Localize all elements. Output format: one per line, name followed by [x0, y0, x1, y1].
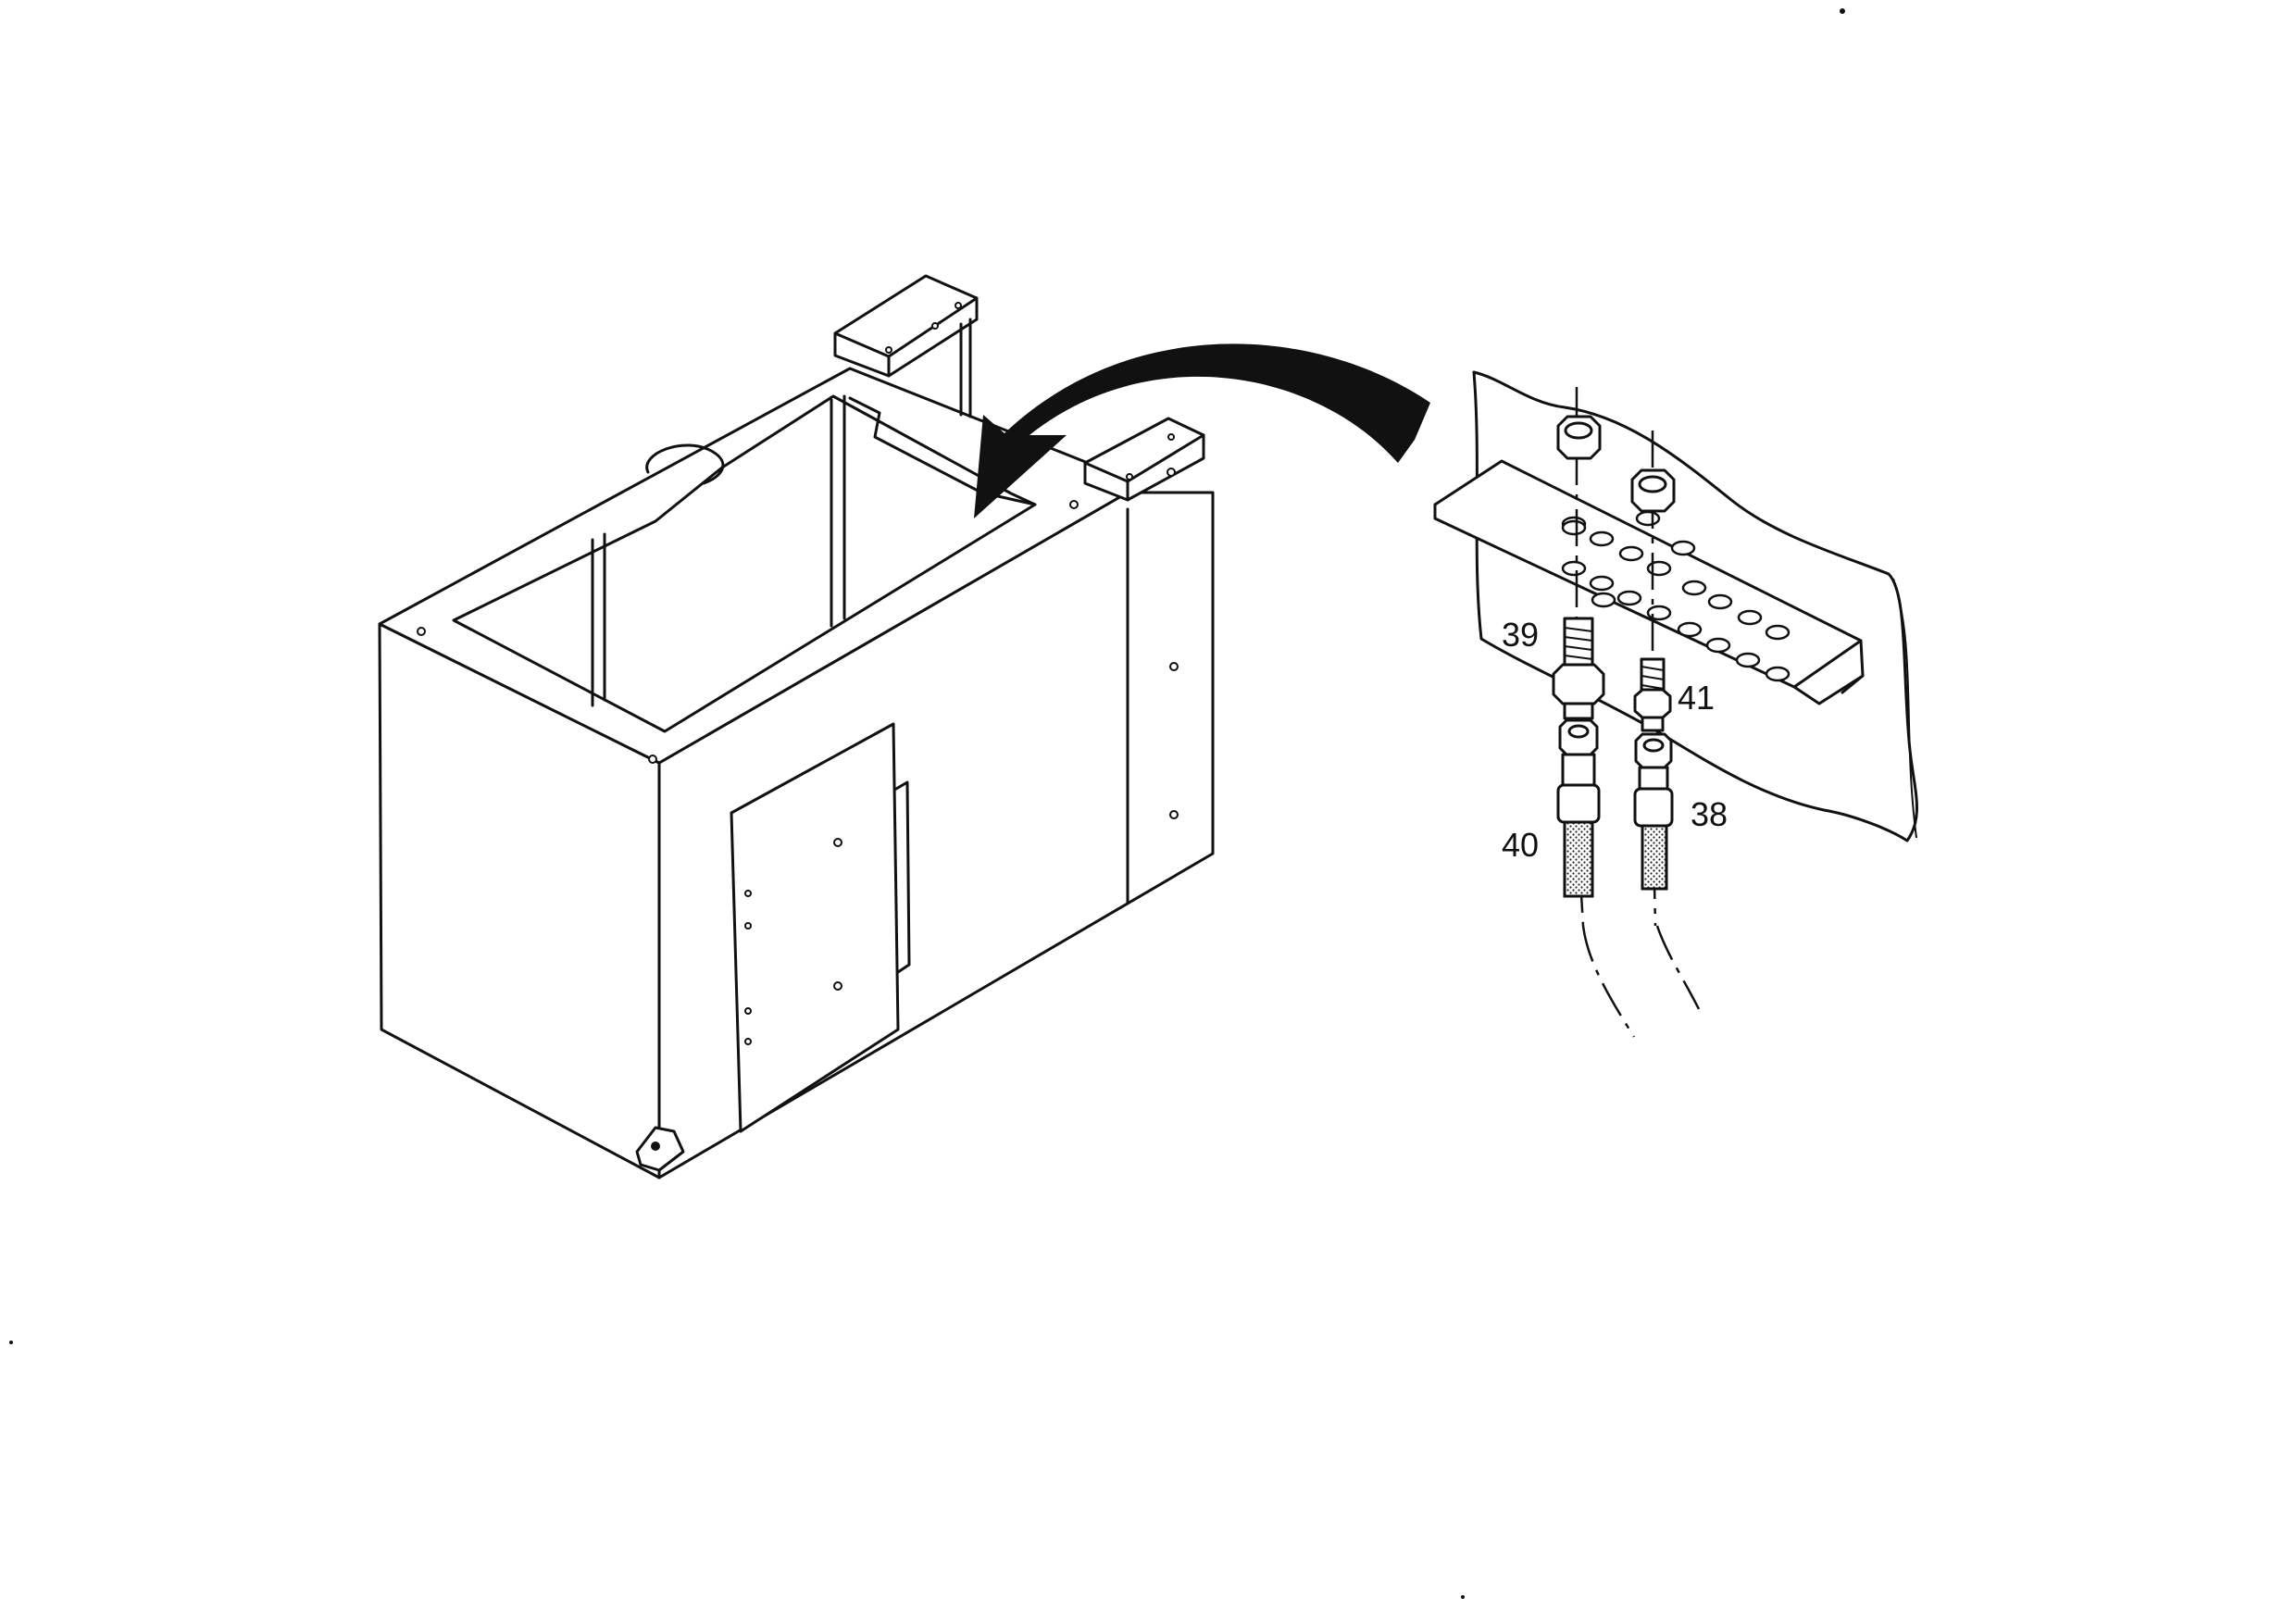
hose-connector-38 — [1633, 732, 1674, 891]
detail-inset: 39 41 38 40 — [1433, 370, 1918, 1038]
fitting-41 — [1633, 657, 1672, 732]
callout-38: 38 — [1691, 795, 1728, 833]
hex-nut-right — [1630, 468, 1676, 513]
cabinet — [378, 274, 1215, 1179]
mounting-bracket — [1433, 459, 1865, 705]
cabinet-back-post-right — [1083, 417, 1205, 502]
hose-connector-40 — [1556, 718, 1601, 898]
cabinet-door-panel — [730, 722, 900, 1133]
cabinet-foot — [635, 1126, 685, 1172]
curved-arrow — [974, 343, 1430, 518]
callout-39: 39 — [1502, 616, 1539, 654]
callout-40: 40 — [1502, 826, 1539, 864]
cabinet-top-opening — [452, 394, 1037, 733]
callout-41: 41 — [1678, 679, 1715, 717]
hex-nut-left — [1556, 415, 1602, 460]
cabinet-back-post-left — [833, 274, 979, 378]
fitting-39 — [1552, 617, 1605, 720]
